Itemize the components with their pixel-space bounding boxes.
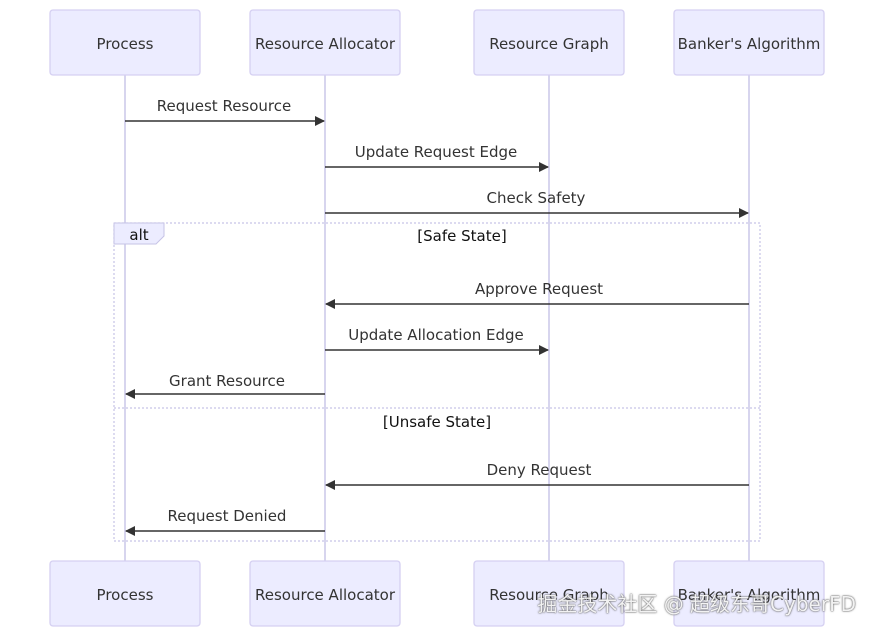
actor-bankers-algorithm-top: Banker's Algorithm [673,9,825,76]
actor-bankers-algorithm-bottom: Banker's Algorithm [673,560,825,627]
message-grant-resource: Grant Resource [125,372,325,399]
actor-label: Banker's Algorithm [678,586,821,604]
watermark: 掘金技术社区 @ 超级东哥CyberFD [537,592,856,616]
message-label: Update Allocation Edge [348,326,524,344]
actor-label: Resource Allocator [255,586,396,604]
actor-label: Resource Allocator [255,35,396,53]
actor-box [249,560,401,627]
actor-label: Process [97,35,154,53]
message-request-resource: Request Resource [125,97,325,126]
message-label: Request Denied [168,507,287,525]
message-label: Approve Request [475,280,603,298]
actor-resource-allocator-top: Resource Allocator [249,9,401,76]
actor-label: Resource Graph [489,35,609,53]
actor-box [473,560,625,627]
actor-process-bottom: Process [49,560,201,627]
actor-box [249,9,401,76]
message-request-denied: Request Denied [125,507,325,536]
actor-box [473,9,625,76]
actor-resource-graph-top: Resource Graph [473,9,625,76]
message-update-allocation-edge: Update Allocation Edge [325,326,549,355]
actor-box [49,560,201,627]
message-check-safety: Check Safety [325,189,749,218]
alt-keyword: alt [129,226,148,244]
actor-label: Process [97,586,154,604]
message-label: Check Safety [487,189,586,207]
actor-label: Resource Graph [489,586,609,604]
actor-resource-allocator-bottom: Resource Allocator [249,560,401,627]
actor-process-top: Process [49,9,201,76]
alt-frame [113,222,761,542]
message-label: Grant Resource [169,372,285,390]
message-update-request-edge: Update Request Edge [325,143,549,172]
message-label: Update Request Edge [355,143,518,161]
message-label: Deny Request [487,461,592,479]
actor-box [673,9,825,76]
condition-safe-state: [Safe State] [417,227,506,245]
message-deny-request: Deny Request [325,461,749,490]
actor-box [673,560,825,627]
message-approve-request: Approve Request [325,280,749,309]
actor-label: Banker's Algorithm [678,35,821,53]
actor-box [49,9,201,76]
condition-unsafe-state: [Unsafe State] [383,413,491,431]
alt-tab [113,222,165,245]
actor-resource-graph-bottom: Resource Graph [473,560,625,627]
message-label: Request Resource [157,97,292,115]
